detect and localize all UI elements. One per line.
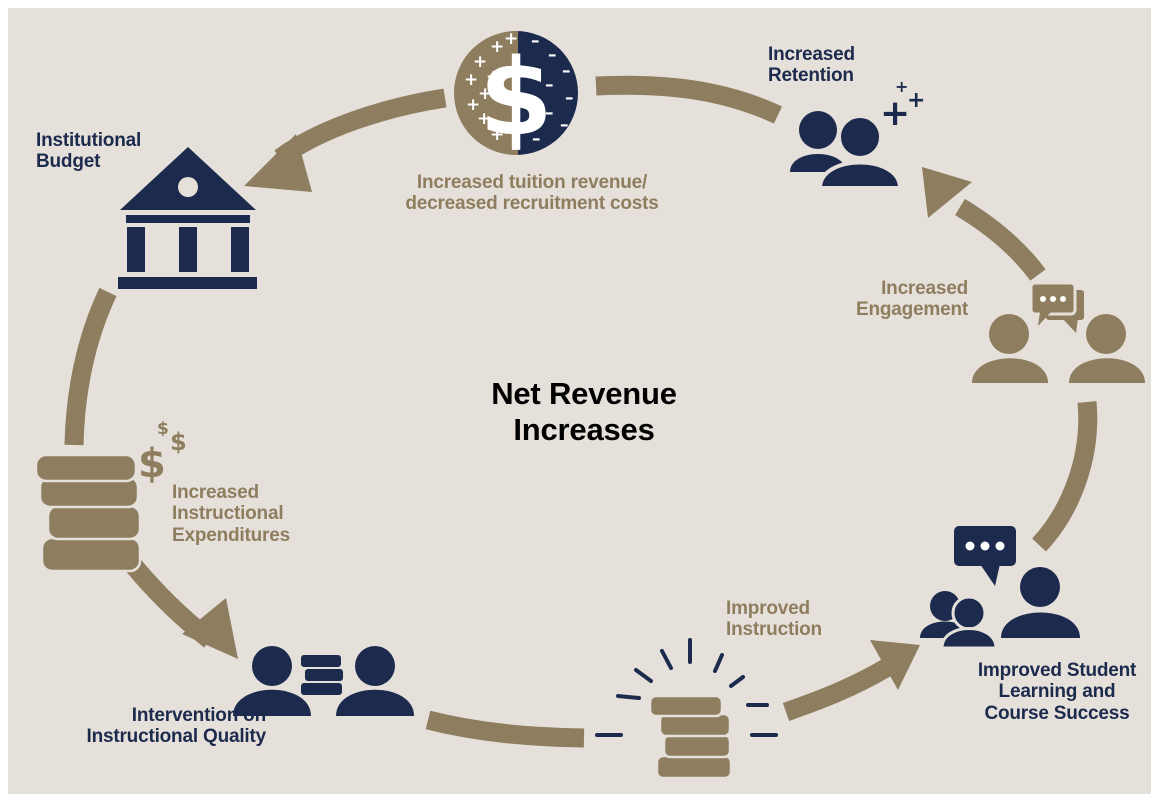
svg-text:+: + — [907, 88, 925, 113]
label-line: Increased — [172, 482, 259, 503]
arc-budget-to-expenditures — [64, 287, 117, 446]
bank-building-icon — [118, 147, 257, 289]
label-line: Increased — [881, 278, 968, 299]
svg-text:+: + — [466, 95, 480, 115]
label-intervention: Intervention on Instructional Quality — [36, 705, 267, 748]
svg-text:+: + — [464, 70, 478, 90]
svg-text:+: + — [473, 52, 487, 72]
label-line: Increased — [768, 44, 855, 65]
label-line: Institutional — [36, 130, 142, 151]
arrowhead-to-learning — [870, 640, 920, 690]
label-line: Intervention on — [131, 705, 266, 726]
svg-text:+: + — [880, 93, 910, 134]
svg-text:–: – — [545, 75, 554, 95]
arc-instruction-to-learning — [782, 659, 891, 721]
coin-dollar-sign: $ — [479, 36, 553, 159]
arc-engagement-to-retention — [955, 198, 1046, 281]
svg-text:+: + — [478, 84, 492, 104]
label-line: Instruction — [726, 619, 822, 641]
label-line: Budget — [36, 151, 101, 173]
center-title-line: Increases — [513, 411, 655, 447]
svg-text:+: + — [490, 125, 504, 145]
svg-text:+: + — [895, 77, 908, 96]
svg-text:+: + — [486, 67, 500, 87]
svg-text:$: $ — [157, 419, 169, 439]
label-line: Instructional — [172, 503, 284, 525]
arc-intervention-to-instruction — [425, 710, 585, 748]
coin-minus-signs: – – – – – – – – — [531, 31, 574, 149]
label-retention: Increased Retention — [768, 44, 855, 87]
people-speech-icon — [920, 526, 1080, 650]
label-line: Improved Student — [977, 660, 1137, 681]
label-line: Engagement — [855, 299, 968, 321]
svg-text:–: – — [531, 31, 540, 51]
dollar-signs: $ $ $ — [138, 419, 187, 487]
label-line: Expenditures — [172, 524, 290, 546]
background-panel — [8, 8, 1151, 794]
people-plus-icon: + + + — [790, 77, 925, 190]
arrow-heads — [182, 134, 972, 690]
svg-text:–: – — [560, 115, 569, 135]
label-engagement: Increased Engagement — [848, 278, 968, 321]
svg-text:–: – — [548, 45, 557, 65]
glowing-books-icon — [595, 638, 778, 780]
svg-text:–: – — [565, 88, 574, 108]
label-institutional-budget: Institutional Budget — [36, 130, 141, 173]
label-line: Retention — [768, 65, 854, 87]
label-line: Improved — [726, 598, 810, 619]
svg-text:+: + — [504, 29, 518, 49]
label-line: decreased recruitment costs — [405, 193, 659, 215]
label-line: Instructional Quality — [86, 726, 267, 748]
arc-retention-to-tuition — [595, 75, 783, 124]
arrowhead-to-budget — [244, 134, 312, 192]
svg-text:–: – — [562, 61, 571, 81]
cycle-arrows — [64, 75, 1098, 748]
svg-text:+: + — [490, 37, 504, 57]
svg-text:+: + — [477, 109, 491, 129]
arc-learning-to-engagement — [1031, 401, 1098, 552]
label-line: Learning and — [998, 681, 1116, 703]
svg-text:$: $ — [138, 441, 166, 487]
label-expenditures: Increased Instructional Expenditures — [172, 482, 290, 546]
label-line: Course Success — [984, 702, 1130, 724]
arrowhead-to-intervention — [182, 598, 238, 659]
center-title: Net Revenue Increases — [434, 376, 734, 448]
label-learning: Improved Student Learning and Course Suc… — [962, 660, 1152, 724]
label-tuition: Increased tuition revenue/ decreased rec… — [372, 172, 692, 215]
label-line: Increased tuition revenue/ — [416, 172, 648, 193]
arrowhead-to-retention — [922, 167, 972, 218]
svg-text:$: $ — [170, 428, 187, 456]
people-books-icon — [233, 646, 414, 716]
coin-plus-signs: + + + + + + + + + — [464, 29, 518, 145]
svg-text:–: – — [532, 129, 541, 149]
svg-text:–: – — [545, 103, 554, 123]
people-chat-icon — [972, 281, 1145, 383]
label-instruction: Improved Instruction — [726, 598, 822, 641]
books-dollars-icon: $ $ $ — [34, 419, 187, 573]
center-title-line: Net Revenue — [491, 376, 677, 411]
plus-signs: + + + — [880, 77, 925, 134]
